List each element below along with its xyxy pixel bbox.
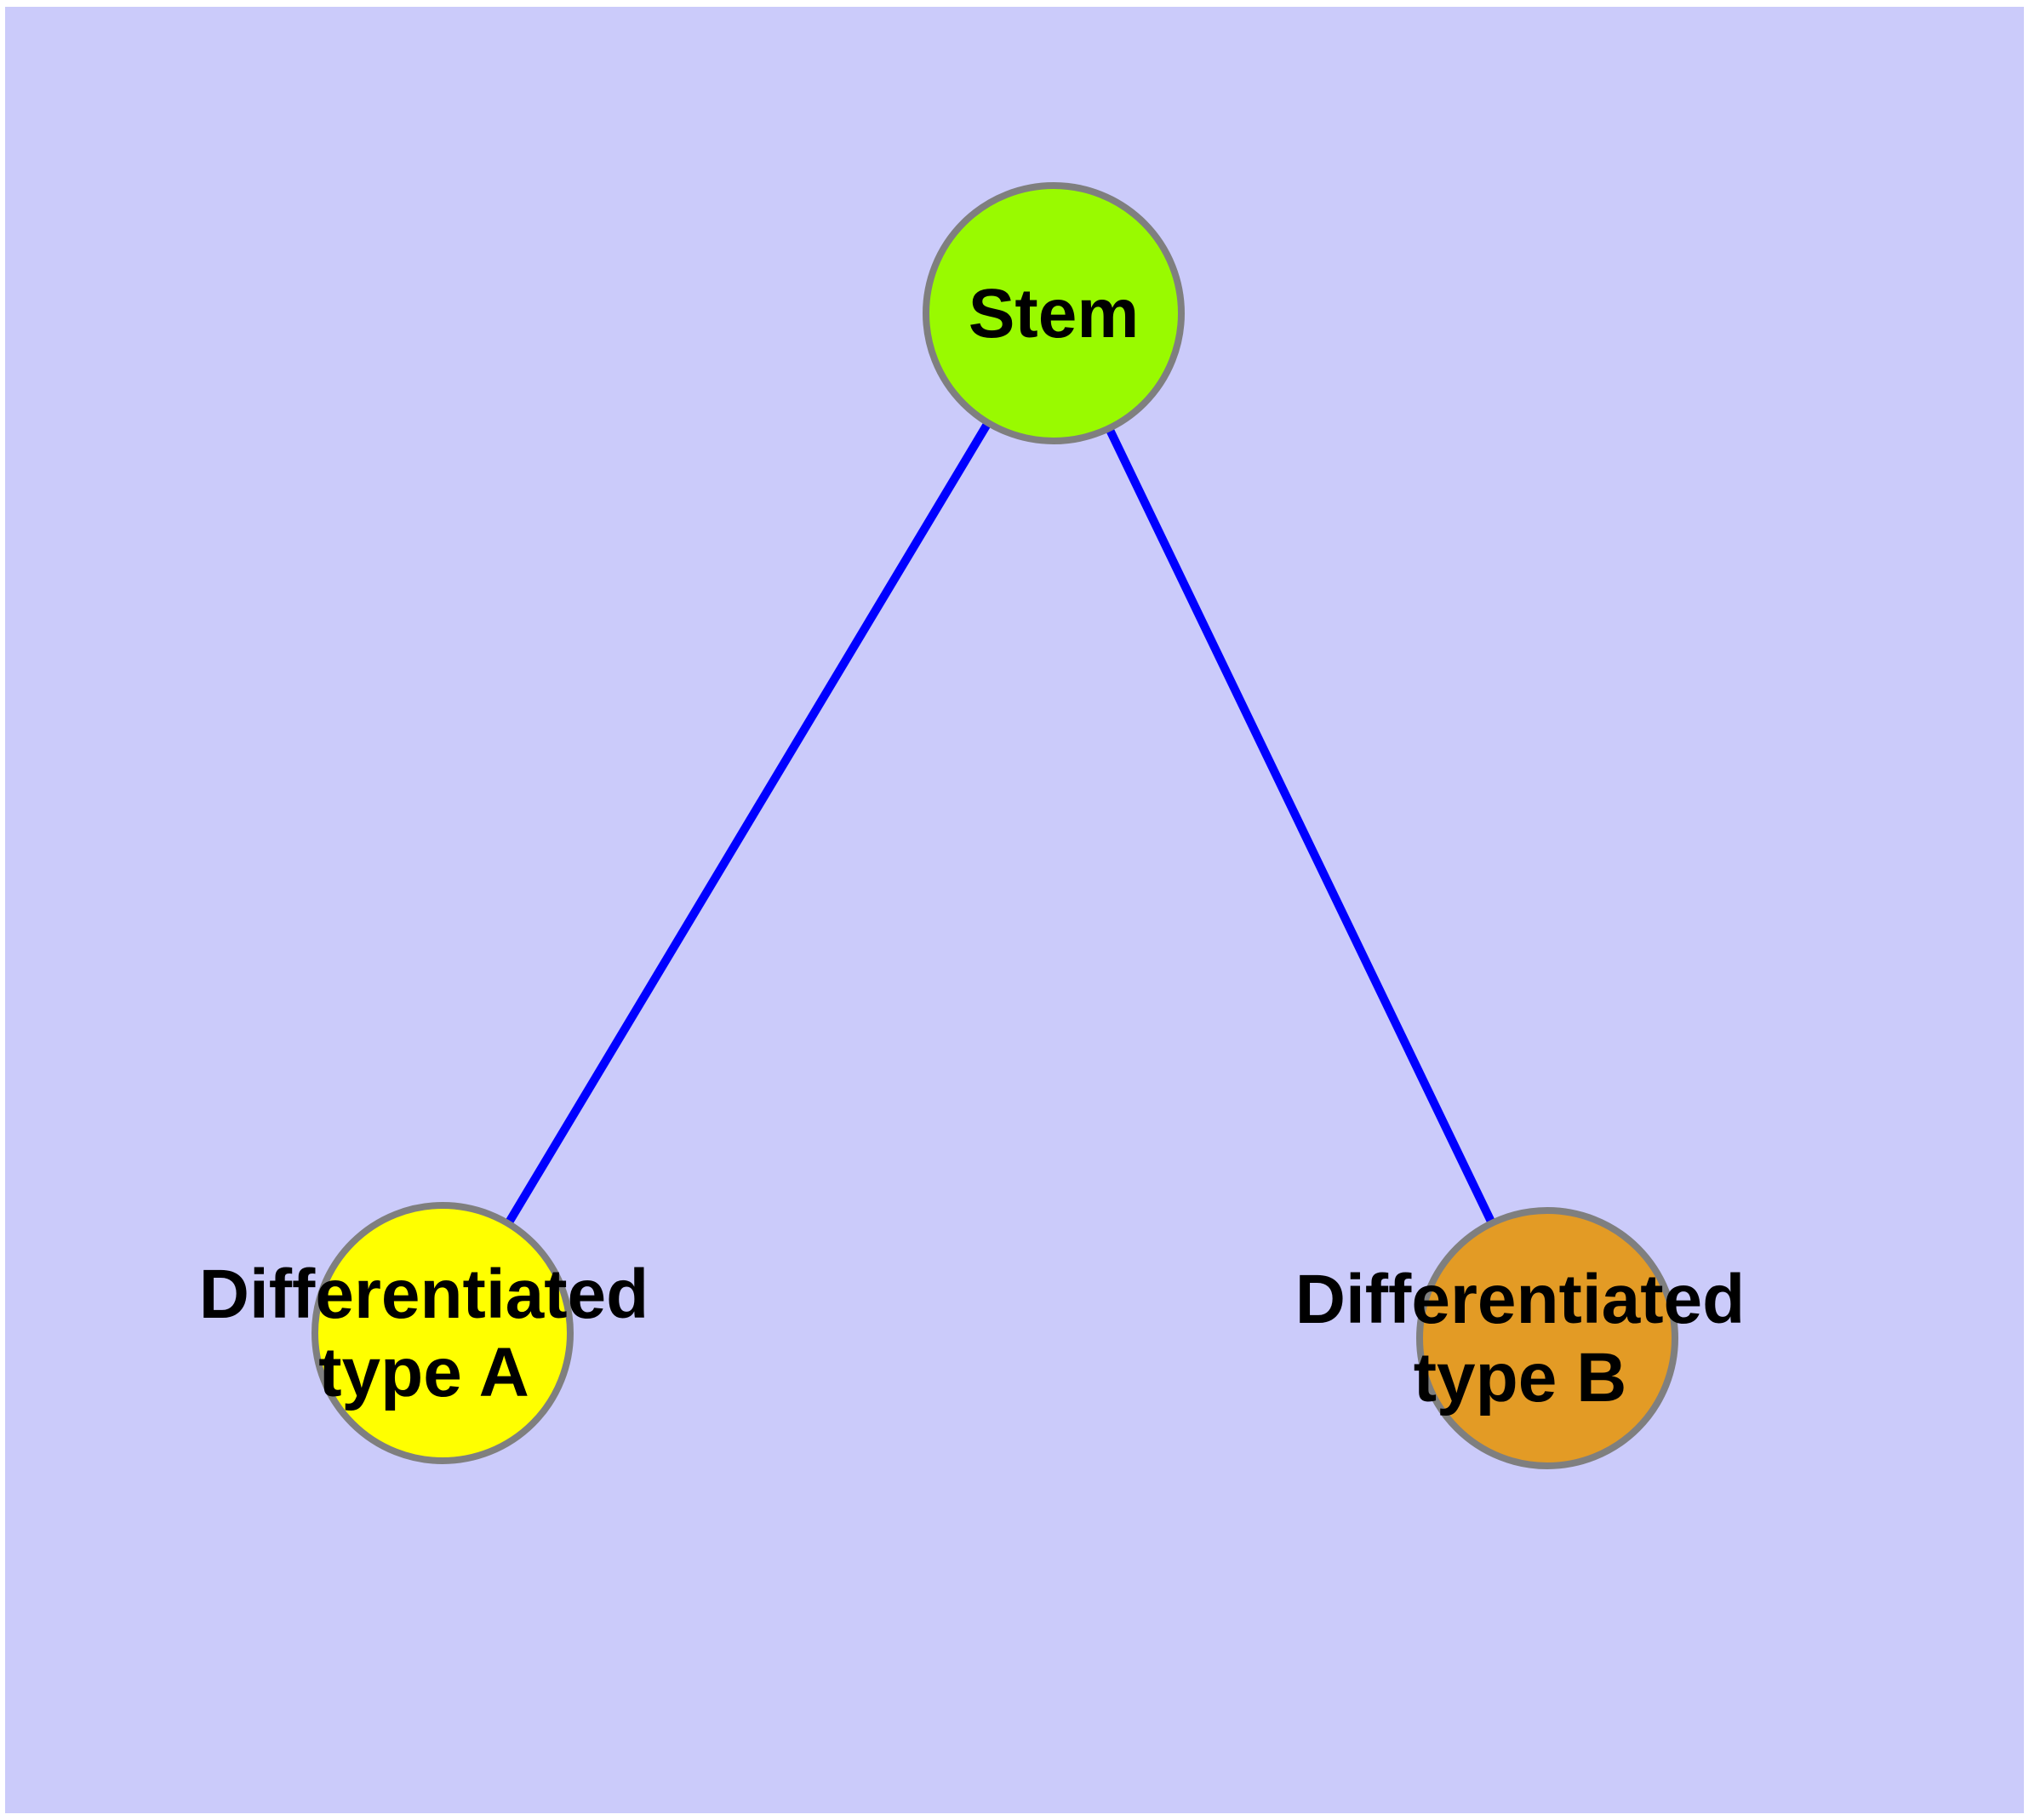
node-label-line: Differentiated [1295, 1261, 1746, 1338]
node-label-line: Differentiated [199, 1256, 649, 1333]
node-circle-diff_a[interactable] [311, 1202, 574, 1464]
node-circle-diff_b[interactable] [1416, 1207, 1678, 1469]
graph-node-stem[interactable]: Stem [923, 182, 1185, 444]
node-label-line: type A [318, 1334, 529, 1411]
graph-edge [1049, 311, 1552, 1341]
node-label-line: Stem [969, 275, 1140, 352]
edges-layer [438, 311, 1552, 1341]
node-label-line: type B [1414, 1339, 1627, 1417]
node-label-stem: Stem [969, 275, 1140, 352]
graph-edge [438, 311, 1058, 1336]
node-circle-stem[interactable] [923, 182, 1185, 444]
